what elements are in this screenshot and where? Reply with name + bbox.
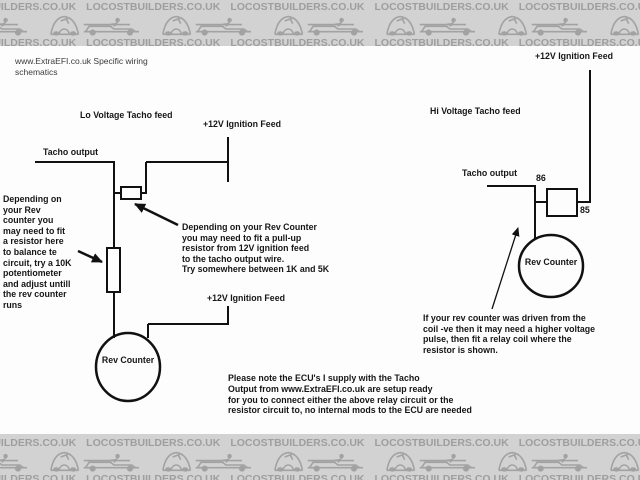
banner-text: LOCOSTBUILDERS.CO.UK	[230, 473, 365, 480]
arrow-to-pullup-resistor	[134, 202, 179, 227]
banner-text: LOCOSTBUILDERS.CO.UK	[86, 473, 221, 480]
relay-pin-85-label: 85	[580, 205, 590, 215]
relay-pin-86-label: 86	[536, 173, 546, 183]
watermark-banner-top: LOCOSTBUILDERS.CO.UK LOCOSTBUILDERS.CO.UK…	[0, 0, 640, 46]
banner-text-row: LOCOSTBUILDERS.CO.UK LOCOSTBUILDERS.CO.UK…	[0, 437, 640, 449]
banner-text: LOCOSTBUILDERS.CO.UK	[518, 37, 640, 46]
banner-text: LOCOSTBUILDERS.CO.UK	[0, 37, 77, 46]
pullup-resistor-note: Depending on your Rev Counter you may ne…	[182, 222, 330, 275]
hi-voltage-title: Hi Voltage Tacho feed	[430, 106, 521, 116]
ignition-feed-top-left-label: +12V Ignition Feed	[203, 119, 281, 129]
banner-text: LOCOSTBUILDERS.CO.UK	[0, 473, 77, 480]
balance-resistor-box	[106, 247, 121, 293]
balance-resistor-note: Depending on your Rev counter you may ne…	[3, 194, 72, 310]
tacho-output-right-label: Tacho output	[462, 168, 518, 178]
rev-counter-right-label: Rev Counter	[524, 257, 578, 267]
watermark-banner-bottom: LOCOSTBUILDERS.CO.UK LOCOSTBUILDERS.CO.UK…	[0, 434, 640, 480]
banner-text-row: LOCOSTBUILDERS.CO.UK LOCOSTBUILDERS.CO.UK…	[0, 1, 640, 13]
kit-car-icon	[490, 449, 602, 473]
banner-text: LOCOSTBUILDERS.CO.UK	[518, 437, 640, 449]
banner-car-row	[0, 449, 640, 473]
tacho-output-left-label: Tacho output	[43, 147, 99, 157]
relay-coil-note: If your rev counter was driven from the …	[423, 313, 596, 355]
ignition-feed-right-label: +12V Ignition Feed	[535, 51, 613, 61]
site-note: www.ExtraEFI.co.uk Specific wiring schem…	[15, 56, 148, 77]
banner-text: LOCOSTBUILDERS.CO.UK	[374, 37, 509, 46]
banner-text: LOCOSTBUILDERS.CO.UK	[0, 1, 77, 13]
kit-car-icon	[0, 449, 42, 473]
banner-text-row: LOCOSTBUILDERS.CO.UK LOCOSTBUILDERS.CO.UK…	[0, 37, 640, 46]
ecu-footer-note: Please note the ECU's I supply with the …	[228, 373, 472, 416]
kit-car-icon	[378, 449, 490, 473]
kit-car-icon	[266, 449, 378, 473]
kit-car-icon	[602, 449, 640, 473]
banner-text: LOCOSTBUILDERS.CO.UK	[86, 437, 221, 449]
banner-text: LOCOSTBUILDERS.CO.UK	[374, 1, 509, 13]
banner-text: LOCOSTBUILDERS.CO.UK	[230, 437, 365, 449]
banner-text: LOCOSTBUILDERS.CO.UK	[230, 37, 365, 46]
banner-text: LOCOSTBUILDERS.CO.UK	[230, 1, 365, 13]
rev-counter-circle-right	[517, 233, 585, 299]
ignition-feed-bottom-left-label: +12V Ignition Feed	[207, 293, 285, 303]
banner-text: LOCOSTBUILDERS.CO.UK	[374, 473, 509, 480]
kit-car-icon	[42, 449, 154, 473]
banner-text: LOCOSTBUILDERS.CO.UK	[518, 473, 640, 480]
banner-text-row: LOCOSTBUILDERS.CO.UK LOCOSTBUILDERS.CO.UK…	[0, 473, 640, 480]
banner-text: LOCOSTBUILDERS.CO.UK	[0, 437, 77, 449]
relay-coil-box	[546, 188, 578, 217]
pullup-resistor-box	[120, 186, 142, 200]
lo-voltage-title: Lo Voltage Tacho feed	[80, 110, 173, 120]
banner-text: LOCOSTBUILDERS.CO.UK	[374, 437, 509, 449]
arrow-to-relay-wire	[491, 227, 520, 310]
arrow-to-balance-resistor	[77, 249, 103, 264]
banner-text: LOCOSTBUILDERS.CO.UK	[86, 37, 221, 46]
kit-car-icon	[154, 449, 266, 473]
rev-counter-circle-left	[94, 331, 162, 403]
rev-counter-left-label: Rev Counter	[101, 355, 155, 365]
banner-text: LOCOSTBUILDERS.CO.UK	[86, 1, 221, 13]
banner-text: LOCOSTBUILDERS.CO.UK	[518, 1, 640, 13]
